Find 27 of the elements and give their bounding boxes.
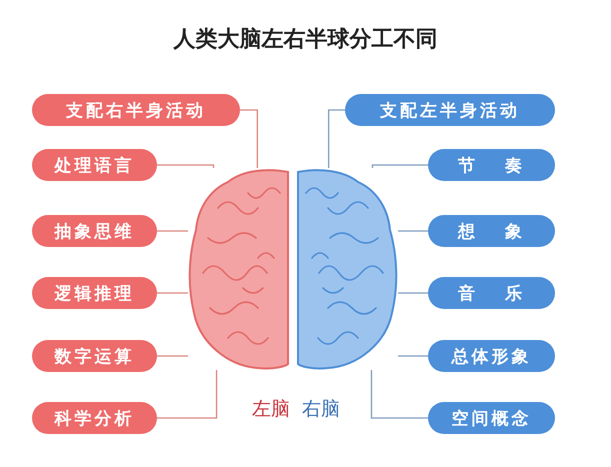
leader-line	[240, 109, 258, 168]
label-pill: 支配右半身活动	[32, 94, 240, 126]
label-pill: 音 乐	[428, 277, 555, 309]
label-pill: 空间概念	[428, 402, 555, 434]
leader-line	[370, 370, 428, 419]
leader-line	[157, 292, 188, 294]
leader-line	[328, 109, 345, 168]
leader-line	[398, 230, 428, 232]
label-pill: 逻辑推理	[32, 277, 157, 309]
leader-line	[157, 355, 188, 357]
label-pill: 节 奏	[428, 149, 555, 181]
title: 人类大脑左右半球分工不同	[172, 26, 438, 54]
label-pill: 想 象	[428, 215, 555, 247]
label-pill: 科学分析	[32, 402, 157, 434]
leader-line	[372, 164, 428, 168]
label-pill: 数字运算	[32, 340, 157, 372]
leader-line	[398, 355, 428, 357]
caption-text: 右脑	[302, 397, 340, 422]
leader-line	[157, 230, 188, 232]
label-pill: 支配左半身活动	[345, 94, 555, 126]
label-pill: 抽象思维	[32, 215, 157, 247]
label-pill: 处理语言	[32, 149, 157, 181]
leader-line	[398, 292, 428, 294]
label-pill: 总体形象	[428, 340, 555, 372]
leader-line	[157, 370, 218, 419]
leader-line	[157, 164, 214, 168]
caption-text: 左脑	[252, 397, 290, 422]
